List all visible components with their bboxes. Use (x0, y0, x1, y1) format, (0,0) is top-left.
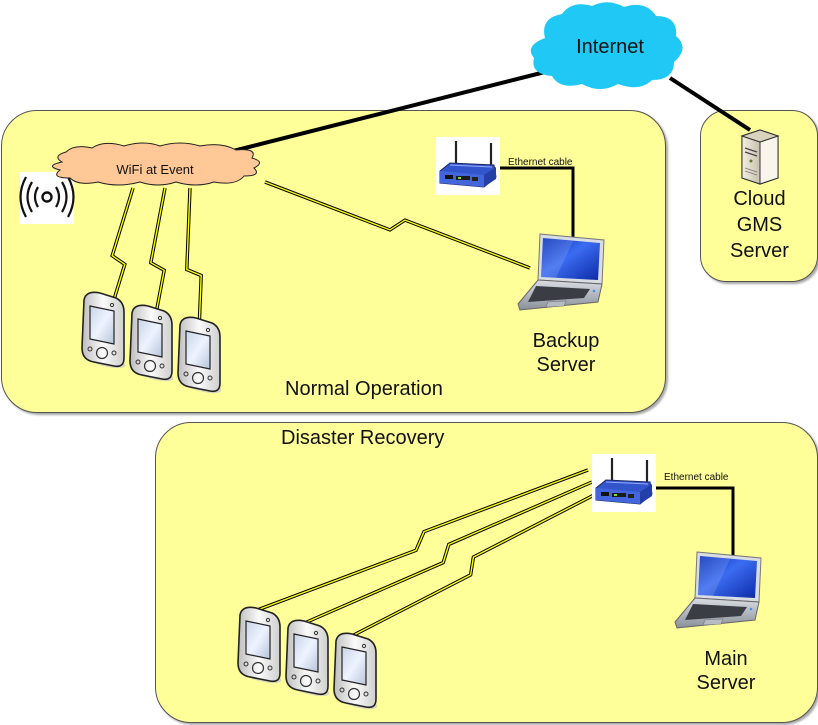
normal-operation-label: Normal Operation (285, 378, 443, 400)
cloud-gms-server-label-line: Server (730, 240, 789, 262)
internet-label: Internet (576, 36, 644, 58)
ethernet-cable-top-label: Ethernet cable (508, 157, 573, 168)
backup-server-label-line: Server (536, 354, 596, 376)
disaster-recovery-label: Disaster Recovery (281, 427, 445, 449)
cloud-gms-server-label-line: Cloud (733, 188, 786, 210)
backup-server-label-line: Backup (532, 330, 600, 352)
backup-server-label: Backup Server (516, 329, 616, 377)
cloud-gms-server-label: Cloud GMS Server (712, 186, 807, 264)
main-server-label: Main Server (676, 647, 776, 695)
internet-cloud: Internet (530, 2, 683, 90)
main-server-label-line: Server (696, 672, 756, 694)
main-server-label-line: Main (704, 648, 748, 670)
cloud-gms-server-label-line: GMS (736, 214, 783, 236)
ethernet-cable-bottom-label: Ethernet cable (664, 472, 729, 483)
